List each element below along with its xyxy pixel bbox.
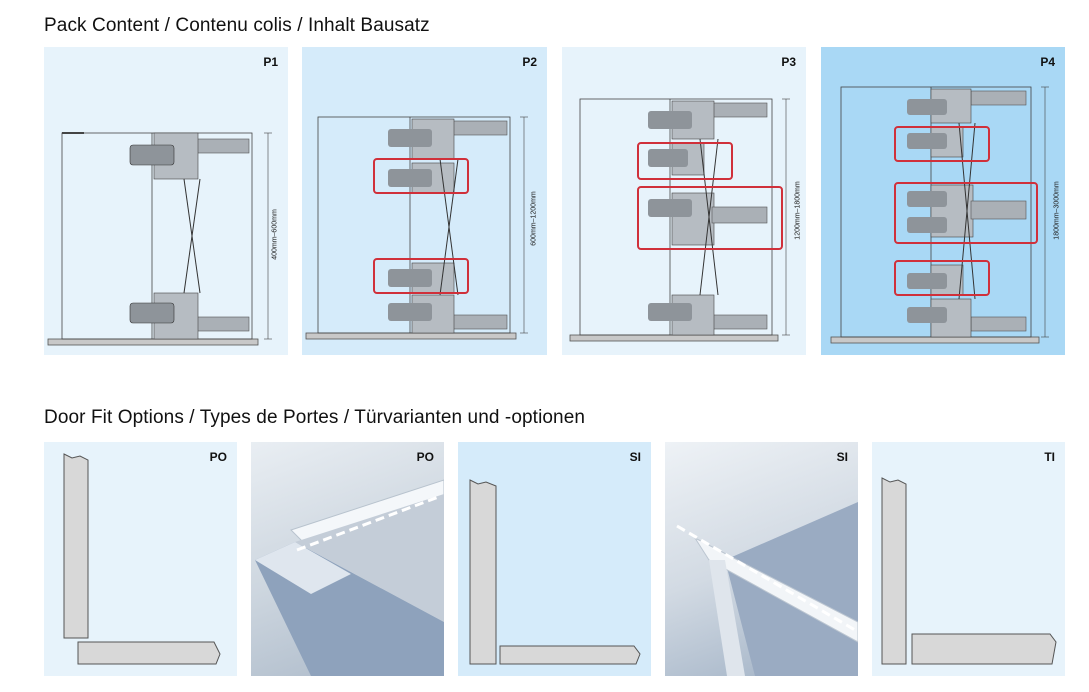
door-photo-po [255, 479, 444, 676]
pack-dimension-p1: 400mm–600mm [271, 209, 279, 260]
pack-diagram-p3 [569, 98, 790, 342]
pack-dimension-p3: 1200mm–1800mm [794, 181, 802, 240]
door-fit-heading: Door Fit Options / Types de Portes / Tür… [44, 407, 586, 428]
door-diagram-po [63, 453, 221, 665]
door-label-si-photo: SI [836, 450, 848, 464]
pack-diagram-p1 [47, 132, 272, 346]
pack-panel-p2: P2 600mm–1200mm [302, 47, 547, 355]
pack-diagram-p4 [830, 86, 1049, 344]
pack-panel-p1: P1 400mm–600mm [44, 47, 288, 355]
door-diagram-ti [881, 477, 1057, 665]
door-panel-po-diagram: PO [44, 442, 237, 676]
pack-label-p2: P2 [522, 55, 537, 69]
pack-content-heading: Pack Content / Contenu colis / Inhalt Ba… [44, 15, 430, 36]
pack-label-p4: P4 [1040, 55, 1055, 69]
door-diagram-si [469, 479, 641, 665]
pack-label-p1: P1 [263, 55, 278, 69]
door-label-po-photo: PO [416, 450, 434, 464]
pack-panel-p3: P3 1200mm–1800mm [562, 47, 806, 355]
pack-diagram-p2 [305, 116, 528, 340]
pack-dimension-p4: 1800mm–3000mm [1053, 181, 1061, 240]
door-panel-ti-diagram: TI [872, 442, 1065, 676]
pack-panel-p4: P4 1800mm–3000mm [821, 47, 1065, 355]
door-label-si-diagram: SI [629, 450, 641, 464]
door-label-ti-diagram: TI [1044, 450, 1055, 464]
pack-label-p3: P3 [781, 55, 796, 69]
door-photo-si [676, 502, 858, 676]
door-panel-po-photo: PO [251, 442, 444, 676]
pack-dimension-p2: 600mm–1200mm [530, 191, 538, 246]
door-label-po-diagram: PO [209, 450, 227, 464]
door-panel-si-diagram: SI [458, 442, 651, 676]
door-panel-si-photo: SI [665, 442, 858, 676]
